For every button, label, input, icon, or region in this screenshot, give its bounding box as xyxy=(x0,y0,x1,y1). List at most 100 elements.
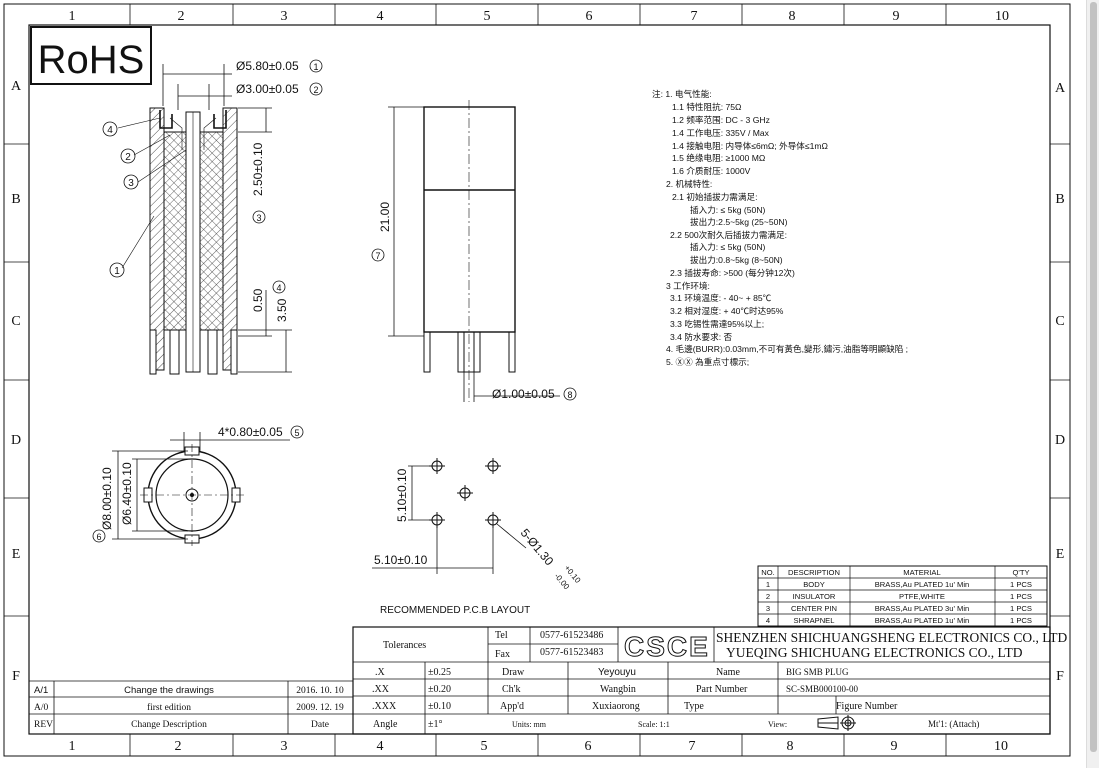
grid-col-label: 6 xyxy=(586,9,593,24)
bom-cell: 4 xyxy=(766,616,770,625)
grid-row-label: A xyxy=(1055,81,1066,96)
callout: 4 xyxy=(107,125,113,136)
grid-col-label: 9 xyxy=(893,9,900,24)
bom-cell: 3 xyxy=(766,604,770,613)
front-body xyxy=(423,106,516,333)
callout: 1 xyxy=(114,266,120,277)
note-line: 3 工作环境: xyxy=(666,280,710,291)
tol-key: Angle xyxy=(373,719,398,730)
grid-col-label: 4 xyxy=(377,9,384,24)
fax-value: 0577-61523483 xyxy=(540,647,603,658)
note-line: 3.2 相对湿度: + 40℃时达95% xyxy=(670,305,784,316)
bom-cell: CENTER PIN xyxy=(791,604,837,613)
note-line: 2.1 初始插拔力需满足: xyxy=(672,191,757,202)
note-line: 2.2 500次耐久后插拔力需满足: xyxy=(670,229,787,240)
scrollbar-thumb[interactable] xyxy=(1090,2,1097,752)
tel-value: 0577-61523486 xyxy=(540,630,603,641)
bom-cell: BRASS,Au PLATED 3u' Min xyxy=(875,604,970,613)
type-label: Type xyxy=(684,701,704,712)
note-line: 注: 1. 电气性能: xyxy=(652,88,712,99)
mtl: Mt'1: (Attach) xyxy=(928,719,979,729)
name-label: Name xyxy=(716,667,740,678)
grid-col-label: 3 xyxy=(281,9,288,24)
note-line: 1.4 接触电阻: 内导体≤6mΩ; 外导体≤1mΩ xyxy=(672,140,829,151)
grid-col-label: 8 xyxy=(789,9,796,24)
side-section-view xyxy=(117,64,292,375)
note-line: 5. ⓍⓍ 為重点寸標示; xyxy=(666,356,749,367)
vertical-scrollbar[interactable] xyxy=(1086,0,1099,768)
bom-cell: 1 PCS xyxy=(1010,580,1032,589)
grid-col-label: 3 xyxy=(281,739,288,754)
grid-row-label: F xyxy=(12,669,20,684)
note-line: 3.1 环境温度: - 40~ + 85℃ xyxy=(670,292,772,303)
grid-col-label: 10 xyxy=(994,739,1008,754)
rohs-logo-box xyxy=(30,26,152,85)
grid-col-label: 4 xyxy=(377,739,384,754)
dim-label: Ø1.00±0.05 xyxy=(492,387,555,401)
leg-right xyxy=(230,329,238,375)
appd-value: Xuxiaorong xyxy=(592,701,640,712)
bom-cell: INSULATOR xyxy=(793,592,836,601)
bom-header: DESCRIPTION xyxy=(788,568,840,577)
note-line: 1.2 频率范围: DC - 3 GHz xyxy=(672,114,770,125)
company-name-2: YUEQING SHICHUANG ELECTRONICS CO., LTD xyxy=(726,645,1023,660)
tol-value: ±1° xyxy=(428,719,443,730)
note-line: 3.4 防水要求: 否 xyxy=(670,331,732,342)
leg-left xyxy=(149,329,157,375)
bom-cell: 1 xyxy=(766,580,770,589)
pcb-layout xyxy=(372,458,527,574)
rev-date: 2009. 12. 19 xyxy=(296,703,344,713)
dim-label: Ø6.40±0.10 xyxy=(120,462,134,525)
rev-date: 2016. 10. 10 xyxy=(296,686,344,696)
grid-col-label: 10 xyxy=(995,9,1009,24)
tol-key: .X xyxy=(375,667,386,678)
projection-symbol-icon xyxy=(817,715,856,731)
shrapnel xyxy=(159,110,227,129)
grid-row-label: D xyxy=(11,433,21,448)
tol-key: .XXX xyxy=(372,701,397,712)
tol-value: ±0.10 xyxy=(428,701,451,712)
callout: 3 xyxy=(128,178,134,189)
dim-label: Ø8.00±0.10 xyxy=(100,467,114,530)
dim-ref: 5 xyxy=(294,428,299,438)
grid-row-label: E xyxy=(12,547,21,562)
bottom-view xyxy=(112,432,290,546)
rev-desc: Change the drawings xyxy=(124,685,214,696)
tol-key: .XX xyxy=(372,684,390,695)
notes: 注: 1. 电气性能: 1.1 特性阻抗: 75Ω 1.2 频率范围: DC -… xyxy=(652,88,908,367)
grid-col-label: 9 xyxy=(891,739,898,754)
note-line: 2. 机械特性: xyxy=(666,178,712,189)
note-line: 插入力: ≤ 5kg (50N) xyxy=(690,241,766,252)
bom-header: NO. xyxy=(761,568,775,577)
grid-col-label: 2 xyxy=(178,9,185,24)
note-line: 1.4 工作电压: 335V / Max xyxy=(672,127,770,138)
note-line: 拔出力:0.8~5kg (8~50N) xyxy=(690,254,783,265)
rev-desc: first edition xyxy=(147,702,191,713)
scale: Scale: 1:1 xyxy=(638,720,670,729)
view-label: View: xyxy=(768,720,787,729)
bom-table: NO. DESCRIPTION MATERIAL Q'TY 1 BODY BRA… xyxy=(757,565,1048,627)
units: Units: mm xyxy=(512,720,547,729)
bom-header: Q'TY xyxy=(1012,568,1029,577)
grid-col-label: 1 xyxy=(69,739,76,754)
dim-label: 5.10±0.10 xyxy=(395,468,409,522)
grid-row-label: C xyxy=(1055,314,1064,329)
rev-header: Change Description xyxy=(131,720,207,730)
title-block xyxy=(29,626,1051,735)
bom-cell: BODY xyxy=(803,580,825,589)
rev-header: Date xyxy=(311,720,329,730)
part-value: SC-SMB000100-00 xyxy=(786,684,859,694)
tolerances-label: Tolerances xyxy=(383,640,426,651)
dim-ref: 2 xyxy=(313,85,318,95)
grid-row-label: E xyxy=(1056,547,1065,562)
dim-ref: 3 xyxy=(256,213,261,223)
pcb-caption: RECOMMENDED P.C.B LAYOUT xyxy=(380,605,530,616)
bom-cell: PTFE,WHITE xyxy=(899,592,945,601)
grid-col-label: 7 xyxy=(689,739,696,754)
grid-col-label: 2 xyxy=(175,739,182,754)
note-line: 3.3 吃锡性需達95%以上; xyxy=(670,318,764,329)
bom-cell: 1 PCS xyxy=(1010,592,1032,601)
grid-row-label: B xyxy=(11,192,20,207)
fax-label: Fax xyxy=(495,649,510,660)
